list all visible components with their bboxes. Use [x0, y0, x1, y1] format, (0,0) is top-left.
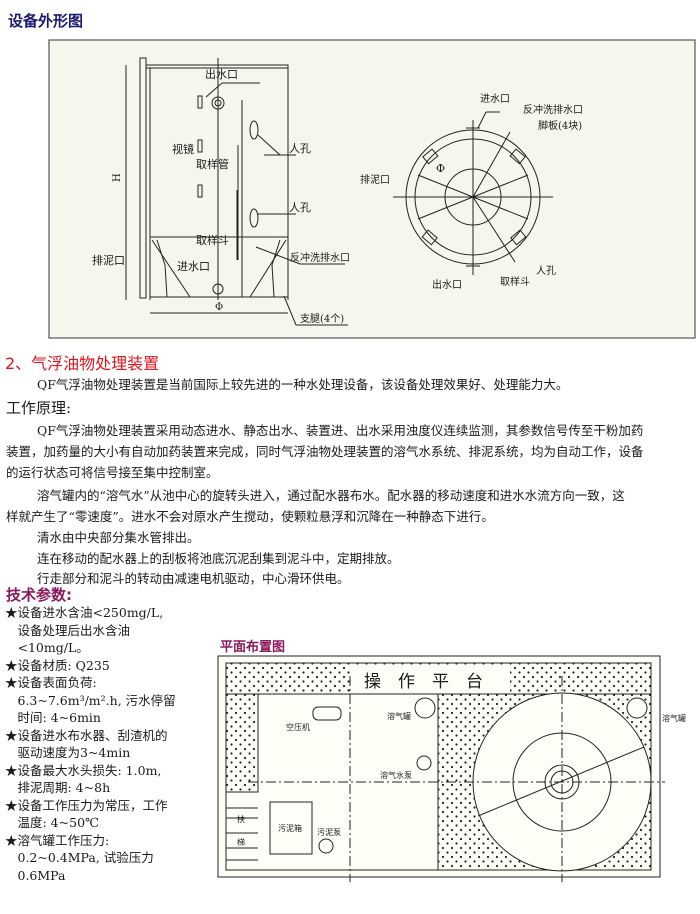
- spec-line: ★设备表面负荷:: [5, 675, 97, 690]
- spec-line: 时间: 4~6min: [5, 710, 101, 725]
- paragraph-line: 连在移动的配水器上的刮板将池底沉泥刮集到泥斗中，定期排放。: [37, 551, 400, 566]
- air-compressor-label: 空压机: [286, 723, 310, 732]
- platform-label: 操 作 平 台: [364, 672, 483, 692]
- diagram-label: 取样斗: [500, 275, 530, 288]
- diagram-label: 排泥口: [360, 173, 390, 186]
- diagram-label: Φ: [215, 302, 223, 313]
- spec-line: 6.3~7.6m³/m².h, 污水停留: [5, 692, 176, 708]
- diagram-label: 人孔: [536, 265, 556, 277]
- specs-list: ★设备进水含油<250mg/L, 设备处理后出水含油 <10mg/L。 ★设备材…: [5, 604, 176, 884]
- principle-heading: 工作原理:: [6, 399, 72, 417]
- diagram-label: 视镜: [172, 142, 194, 156]
- diagram-label: Φ: [436, 162, 445, 175]
- diagram-label: 进水口: [177, 260, 210, 273]
- section-title-device: 2、气浮油物处理装置: [5, 354, 160, 373]
- section-title-appearance: 设备外形图: [8, 12, 84, 30]
- spec-line: 0.2~0.4MPa, 试验压力: [5, 850, 154, 865]
- dissolved-tank-label: 溶气罐: [387, 712, 411, 721]
- paragraph-line: 行走部分和泥斗的转动由减速电机驱动，中心滑环供电。: [37, 571, 350, 586]
- appearance-diagram: 出水口 视镜 取样管 人孔 人孔 取样斗 排泥口 进水口 反冲洗排水口 H Φ …: [48, 39, 696, 339]
- sludge-tank-label: 污泥箱: [278, 824, 302, 833]
- spec-line: 排泥周期: 4~8h: [5, 780, 111, 795]
- dissolved-tank-label: 溶气罐: [662, 714, 686, 723]
- spec-line: ★设备进水含油<250mg/L,: [5, 605, 164, 620]
- layout-title: 平面布置图: [220, 640, 286, 655]
- spec-line: <10mg/L。: [5, 640, 89, 655]
- sludge-pump-label: 污泥泵: [317, 828, 341, 837]
- diagram-label: 取样斗: [196, 233, 229, 247]
- diagram-label: 出水口: [432, 278, 462, 291]
- paragraph-line: 清水由中央部分集水管排出。: [37, 530, 200, 545]
- spec-line: 温度: 4~50℃: [5, 815, 100, 830]
- spec-line: ★溶气罐工作压力:: [5, 832, 110, 848]
- diagram-label: 人孔: [289, 201, 311, 214]
- spec-line: ★设备材质: Q235: [5, 657, 110, 673]
- diagram-label: 出水口: [205, 67, 238, 81]
- stair-label: 扶: [237, 815, 245, 824]
- dissolved-pump-label: 溶气水泵: [380, 771, 412, 780]
- diagram-label: 支腿(4个): [300, 313, 344, 325]
- spec-line: 设备处理后出水含油: [5, 622, 131, 638]
- spec-line: 0.6MPa: [5, 867, 66, 883]
- diagram-label: 排泥口: [92, 253, 125, 267]
- paragraph-line: 样就产生了“零速度”。进水不会对原水产生搅动，使颗粒悬浮和沉降在一种静态下进行。: [6, 509, 494, 524]
- spec-line: ★设备最大水头损失: 1.0m,: [5, 762, 162, 778]
- spec-line: ★设备进水布水器、刮渣机的: [5, 727, 168, 743]
- diagram-label: 脚板(4块): [538, 119, 582, 132]
- diagram-label: 反冲洗排水口: [523, 103, 583, 116]
- spec-line: 驱动速度为3~4min: [5, 745, 131, 760]
- paragraph-line: 的运行状态可将信号接至集中控制室。: [6, 465, 219, 480]
- paragraph-line: 溶气罐内的“溶气水”从池中心的旋转头进入，通过配水器布水。配水器的移动速度和进水…: [37, 488, 625, 503]
- paragraph-line: 装置，加药量的大小有自动加药装置来完成，同时气浮油物处理装置的溶气水系统、排泥系…: [6, 444, 644, 459]
- diagram-label: 人孔: [289, 142, 311, 155]
- diagram-label: 取样管: [196, 157, 229, 171]
- diagram-label: H: [112, 173, 123, 182]
- layout-plan-diagram: [217, 655, 665, 882]
- diagram-label: 反冲洗排水口: [290, 251, 350, 264]
- spec-line: ★设备工作压力为常压，工作: [5, 797, 168, 813]
- diagram-label: 进水口: [480, 93, 510, 105]
- paragraph-line: QF气浮油物处理装置采用动态进水、静态出水、装置进、出水采用浊度仪连续监测，其参…: [37, 423, 644, 438]
- intro-text: QF气浮油物处理装置是当前国际上较先进的一种水处理设备，该设备处理效果好、处理能…: [37, 377, 569, 392]
- stair-label: 梯: [237, 838, 245, 847]
- specs-title: 技术参数:: [6, 586, 72, 604]
